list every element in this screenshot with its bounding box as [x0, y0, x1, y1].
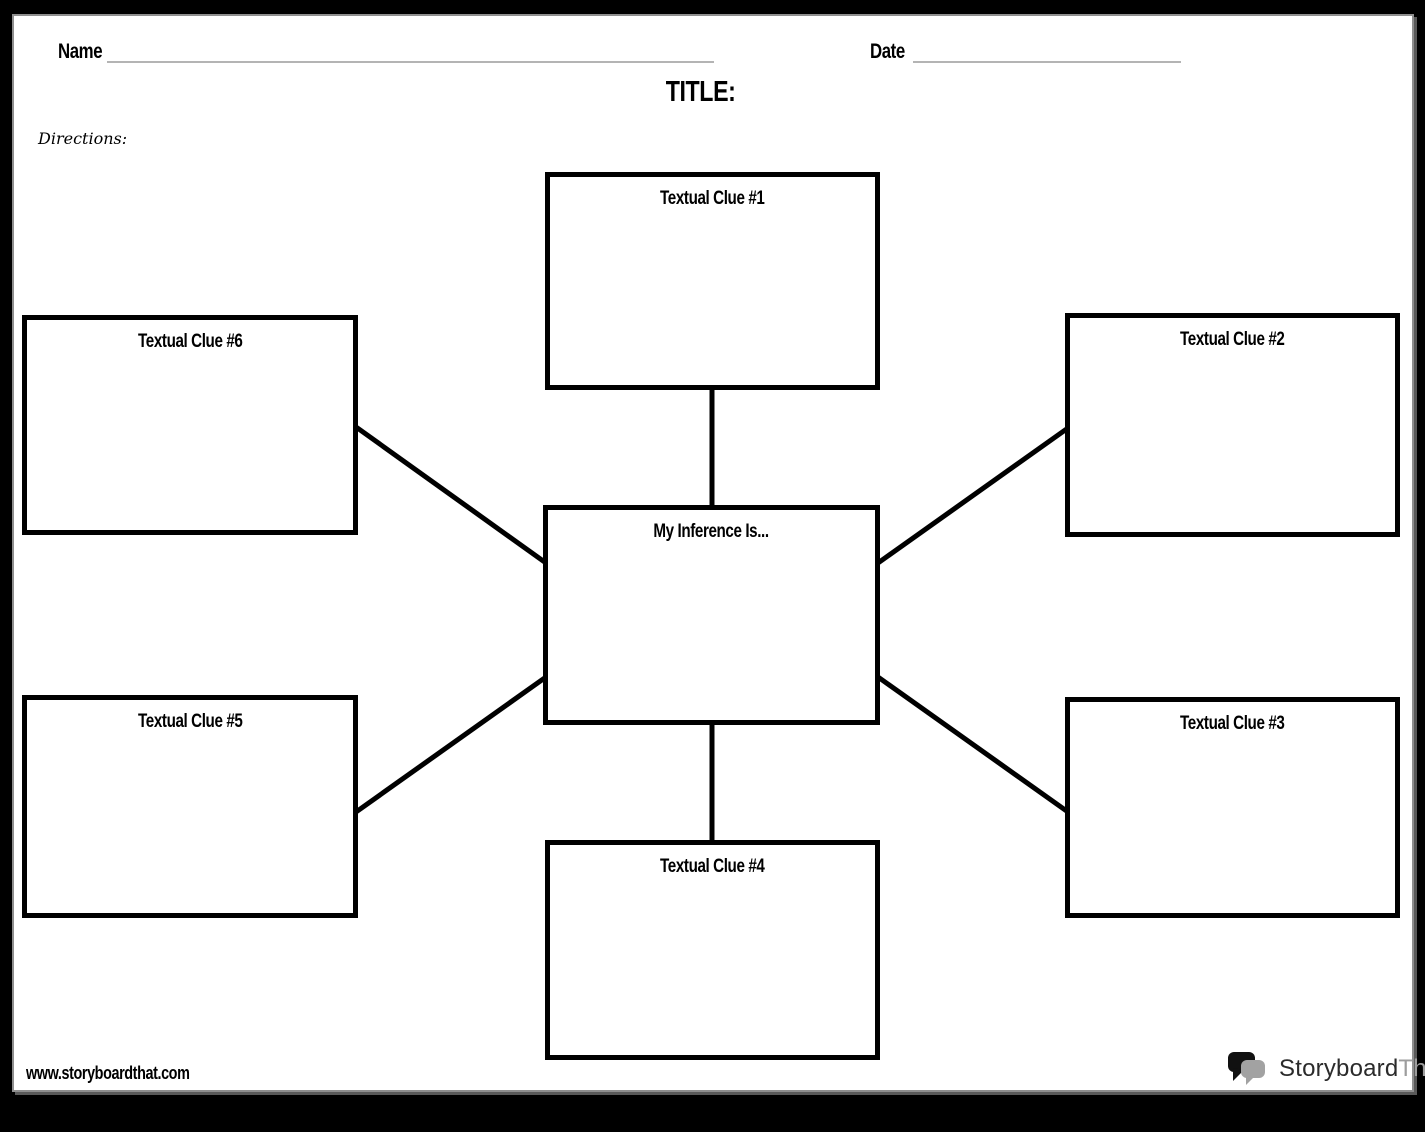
speech-bubbles-icon: [1228, 1052, 1265, 1085]
page-title: TITLE:: [666, 76, 736, 108]
date-label: Date: [870, 40, 905, 63]
page-title-wrap: TITLE:: [0, 76, 1402, 109]
textual-clue-5-label: Textual Clue #5: [137, 711, 243, 732]
textual-clue-3-label: Textual Clue #3: [1180, 713, 1285, 734]
textual-clue-box-5[interactable]: Textual Clue #5: [22, 695, 358, 918]
textual-clue-4-label: Textual Clue #4: [660, 856, 765, 877]
textual-clue-box-1[interactable]: Textual Clue #1: [545, 172, 880, 390]
textual-clue-box-2[interactable]: Textual Clue #2: [1065, 313, 1400, 537]
logo-text-secondary: That: [1398, 1055, 1425, 1082]
website-url: www.storyboardthat.com: [26, 1063, 190, 1083]
textual-clue-2-label: Textual Clue #2: [1180, 329, 1285, 350]
date-fill-line[interactable]: [913, 61, 1181, 63]
textual-clue-box-6[interactable]: Textual Clue #6: [22, 315, 358, 535]
storyboardthat-logo: StoryboardThat: [1228, 1051, 1425, 1087]
logo-text: StoryboardThat: [1279, 1055, 1425, 1083]
directions-label: Directions:: [38, 129, 128, 148]
inference-center-label: My Inference Is...: [653, 521, 770, 542]
textual-clue-box-3[interactable]: Textual Clue #3: [1065, 697, 1400, 918]
name-label: Name: [58, 40, 103, 63]
textual-clue-6-label: Textual Clue #6: [137, 331, 243, 352]
textual-clue-1-label: Textual Clue #1: [660, 188, 765, 209]
logo-text-primary: Storyboard: [1279, 1055, 1399, 1082]
inference-center-box[interactable]: My Inference Is...: [543, 505, 880, 725]
textual-clue-box-4[interactable]: Textual Clue #4: [545, 840, 880, 1060]
name-fill-line[interactable]: [107, 61, 714, 63]
